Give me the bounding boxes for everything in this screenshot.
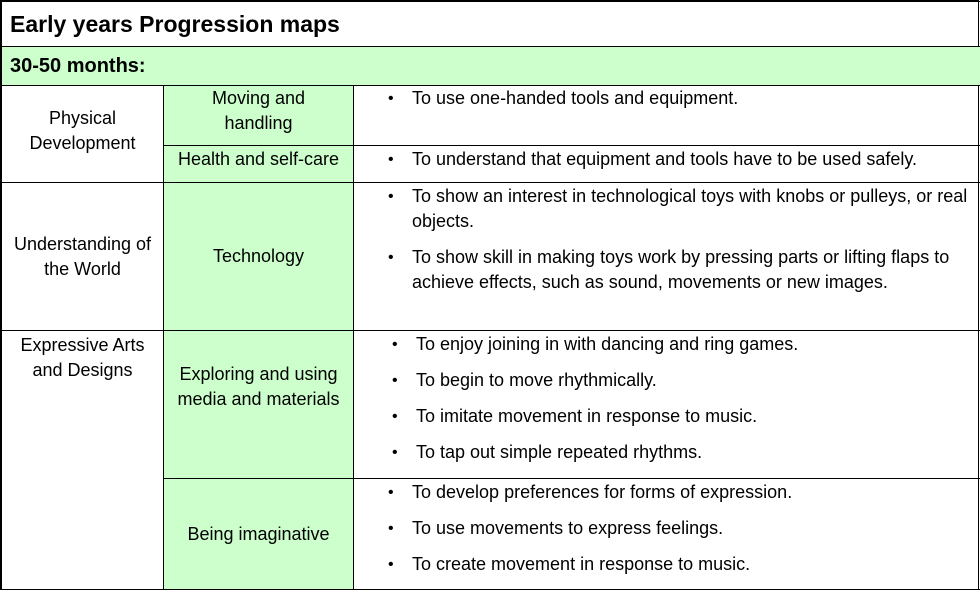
title-row: Early years Progression maps (0, 1, 980, 47)
goal-item: To understand that equipment and tools h… (354, 147, 980, 172)
document-title: Early years Progression maps (0, 1, 980, 47)
table-row: Physical Development Moving and handling… (1, 85, 980, 183)
goal-item: To enjoy joining in with dancing and rin… (354, 332, 980, 357)
goals-cell: To develop preferences for forms of expr… (352, 478, 980, 590)
table-row: Understanding of the World Technology To… (1, 182, 980, 331)
goals-cell: To use one-handed tools and equipment. (352, 85, 980, 146)
goal-item: To imitate movement in response to music… (354, 404, 980, 429)
aspect-technology: Technology (163, 182, 354, 331)
goal-item: To use movements to express feelings. (354, 516, 980, 541)
area-physical-development: Physical Development (1, 85, 164, 183)
age-band-row: 30-50 months: (0, 46, 980, 86)
goal-list: To use one-handed tools and equipment. (354, 86, 980, 111)
goal-item: To tap out simple repeated rhythms. (354, 440, 980, 465)
age-band-heading: 30-50 months: (0, 46, 980, 86)
table-row: Health and self-care To understand that … (2, 145, 980, 183)
goals-cell: To show an interest in technological toy… (352, 182, 980, 331)
goal-list: To understand that equipment and tools h… (354, 147, 980, 172)
area-expressive-arts-and-designs: Expressive Arts and Designs (1, 330, 164, 590)
goal-item: To show an interest in technological toy… (354, 184, 980, 234)
goal-list: To develop preferences for forms of expr… (354, 480, 980, 577)
goal-item: To create movement in response to music. (354, 552, 980, 577)
goals-cell: To enjoy joining in with dancing and rin… (352, 330, 980, 479)
goal-item: To develop preferences for forms of expr… (354, 480, 980, 505)
aspect-exploring-and-using-media: Exploring and using media and materials (163, 330, 354, 479)
goal-item: To show skill in making toys work by pre… (354, 245, 980, 295)
table-row: Being imaginative To develop preferences… (2, 478, 980, 590)
aspect-being-imaginative: Being imaginative (163, 478, 354, 590)
goal-item: To begin to move rhythmically. (354, 368, 980, 393)
area-understanding-of-the-world: Understanding of the World (1, 182, 164, 331)
aspect-moving-and-handling: Moving and handling (163, 85, 354, 146)
goal-list: To show an interest in technological toy… (354, 184, 980, 295)
table-row: Expressive Arts and Designs Exploring an… (1, 330, 980, 590)
goals-cell: To understand that equipment and tools h… (352, 145, 980, 183)
aspect-health-and-self-care: Health and self-care (163, 145, 354, 183)
goal-list: To enjoy joining in with dancing and rin… (354, 332, 980, 465)
goal-item: To use one-handed tools and equipment. (354, 86, 980, 111)
